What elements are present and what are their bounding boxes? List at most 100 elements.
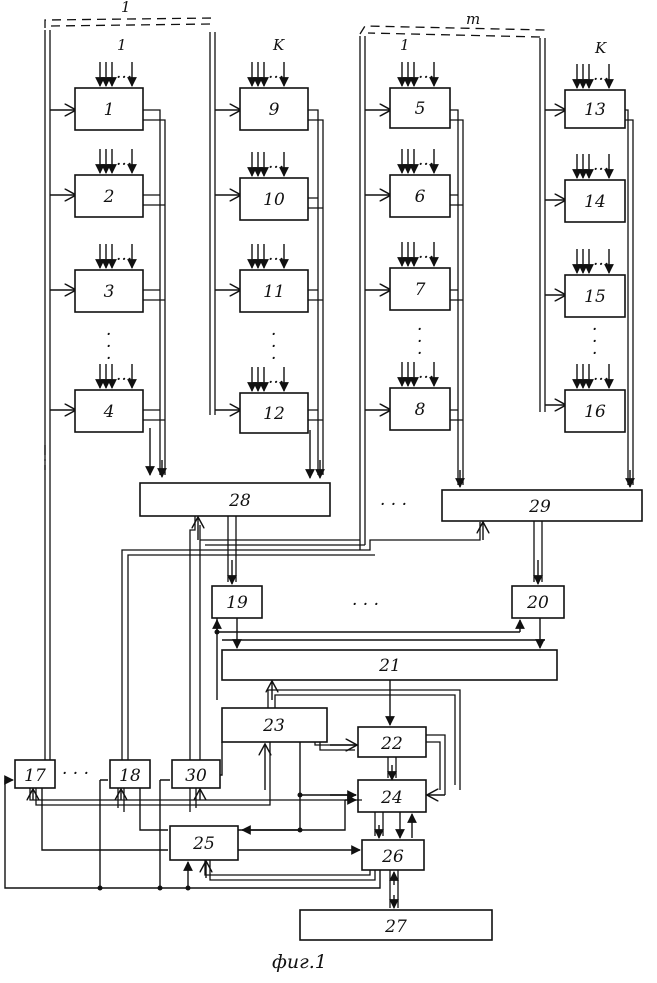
group-label-1: 1 — [121, 0, 131, 16]
block-26: 26 — [362, 840, 424, 870]
ellipsis-17-18: · · · — [62, 764, 89, 784]
block-25-label: 25 — [192, 834, 215, 854]
bus-25-26 — [205, 860, 375, 880]
wire-17-25 — [42, 788, 168, 850]
junction-dot — [298, 828, 303, 833]
input-ellipsis: ... — [268, 153, 284, 173]
block-11: 11 — [240, 270, 308, 312]
block-21: 21 — [222, 650, 557, 680]
top-dashed-bus-left-inner — [50, 24, 210, 26]
block-27: 27 — [300, 910, 492, 940]
block-2: 2 — [75, 175, 143, 217]
junction-dot — [215, 630, 220, 635]
bus-23-22 — [315, 742, 355, 750]
input-ellipsis: ... — [268, 63, 284, 83]
block-13-label: 13 — [584, 100, 606, 120]
ellipsis-28-29: · · · — [380, 495, 407, 515]
block-8: 8 — [390, 388, 450, 430]
block-4-label: 4 — [103, 402, 115, 422]
block-25: 25 — [170, 826, 238, 860]
block-12: 12 — [240, 393, 308, 433]
wire-30-bottom — [160, 780, 170, 888]
out-bus-col3-a — [450, 110, 463, 485]
block-1-label: 1 — [104, 100, 115, 120]
input-ellipsis: ... — [593, 155, 609, 175]
input-ellipsis: ... — [116, 63, 132, 83]
block-13: 13 — [565, 90, 625, 128]
column-label-1-left: 1 — [117, 36, 127, 54]
input-ellipsis: ... — [268, 245, 284, 265]
block-7-label: 7 — [415, 280, 426, 300]
input-ellipsis: ... — [116, 150, 132, 170]
block-21-label: 21 — [378, 656, 401, 676]
block-24-label: 24 — [380, 788, 403, 808]
block-29: 29 — [442, 490, 642, 521]
block-12-label: 12 — [263, 404, 285, 424]
block-30: 30 — [172, 760, 220, 788]
block-14-label: 14 — [584, 192, 606, 212]
wire-18-bottom — [100, 780, 108, 888]
input-ellipsis: ... — [418, 243, 434, 263]
out-bus-col4-a — [625, 110, 633, 485]
out-bus-col3-b — [450, 195, 463, 420]
block-15: 15 — [565, 275, 625, 317]
junction-dot — [98, 886, 103, 891]
input-ellipsis: ... — [593, 365, 609, 385]
control-bus-horizontal — [200, 540, 365, 545]
block-5-label: 5 — [415, 99, 426, 119]
block-16-label: 16 — [584, 402, 606, 422]
vdots-col3-c: · — [417, 344, 422, 364]
out-bus-col1-b — [143, 195, 165, 420]
block-30-label: 30 — [185, 766, 207, 786]
figure-caption: фиг.1 — [272, 951, 327, 973]
block-17-label: 17 — [24, 766, 46, 786]
control-bus-30-28 — [190, 516, 200, 760]
input-ellipsis: ... — [268, 368, 284, 388]
block-23: 23 — [222, 708, 327, 742]
feed-bus-col1 — [45, 30, 50, 760]
ellipsis-19-20: · · · — [352, 595, 379, 615]
vdots-col2-c: · — [271, 349, 276, 369]
bus-22-24 — [426, 735, 445, 795]
block-17: 17 — [15, 760, 55, 788]
block-29-label: 29 — [528, 497, 551, 517]
block-23-label: 23 — [262, 716, 285, 736]
block-18: 18 — [110, 760, 150, 788]
wire-23-24 — [300, 742, 356, 830]
feed-bus-col4 — [540, 38, 545, 412]
input-ellipsis: ... — [593, 250, 609, 270]
block-20: 20 — [512, 586, 564, 618]
block-3: 3 — [75, 270, 143, 312]
block-28-label: 28 — [228, 491, 251, 511]
vdots-col4-c: · — [592, 344, 597, 364]
input-ellipsis: ... — [116, 365, 132, 385]
top-dashed-bus-right — [360, 26, 545, 34]
block-5: 5 — [390, 88, 450, 128]
block-20-label: 20 — [526, 593, 549, 613]
block-18-label: 18 — [119, 766, 141, 786]
block-22: 22 — [358, 727, 426, 757]
block-6: 6 — [390, 175, 450, 217]
block-1: 1 — [75, 88, 143, 130]
block-3-label: 3 — [104, 282, 115, 302]
feed-bus-col2 — [210, 32, 215, 415]
block-19: 19 — [212, 586, 262, 618]
block-2-label: 2 — [103, 187, 115, 207]
block-7: 7 — [390, 268, 450, 310]
wire-18-25 — [140, 788, 168, 830]
input-ellipsis: ... — [593, 65, 609, 85]
block-26-label: 26 — [381, 847, 404, 867]
input-ellipsis: ... — [116, 245, 132, 265]
junction-dot — [298, 793, 303, 798]
block-24: 24 — [358, 780, 426, 812]
input-ellipsis: ... — [418, 150, 434, 170]
block-14: 14 — [565, 180, 625, 222]
top-dashed-bus-left — [45, 18, 215, 28]
column-label-1-right: 1 — [400, 36, 410, 54]
block-11-label: 11 — [263, 282, 285, 302]
vdots-col1-c: · — [106, 349, 111, 369]
out-bus-col2-b — [308, 198, 323, 420]
block-10-label: 10 — [263, 190, 285, 210]
column-label-k-left: K — [272, 36, 285, 54]
